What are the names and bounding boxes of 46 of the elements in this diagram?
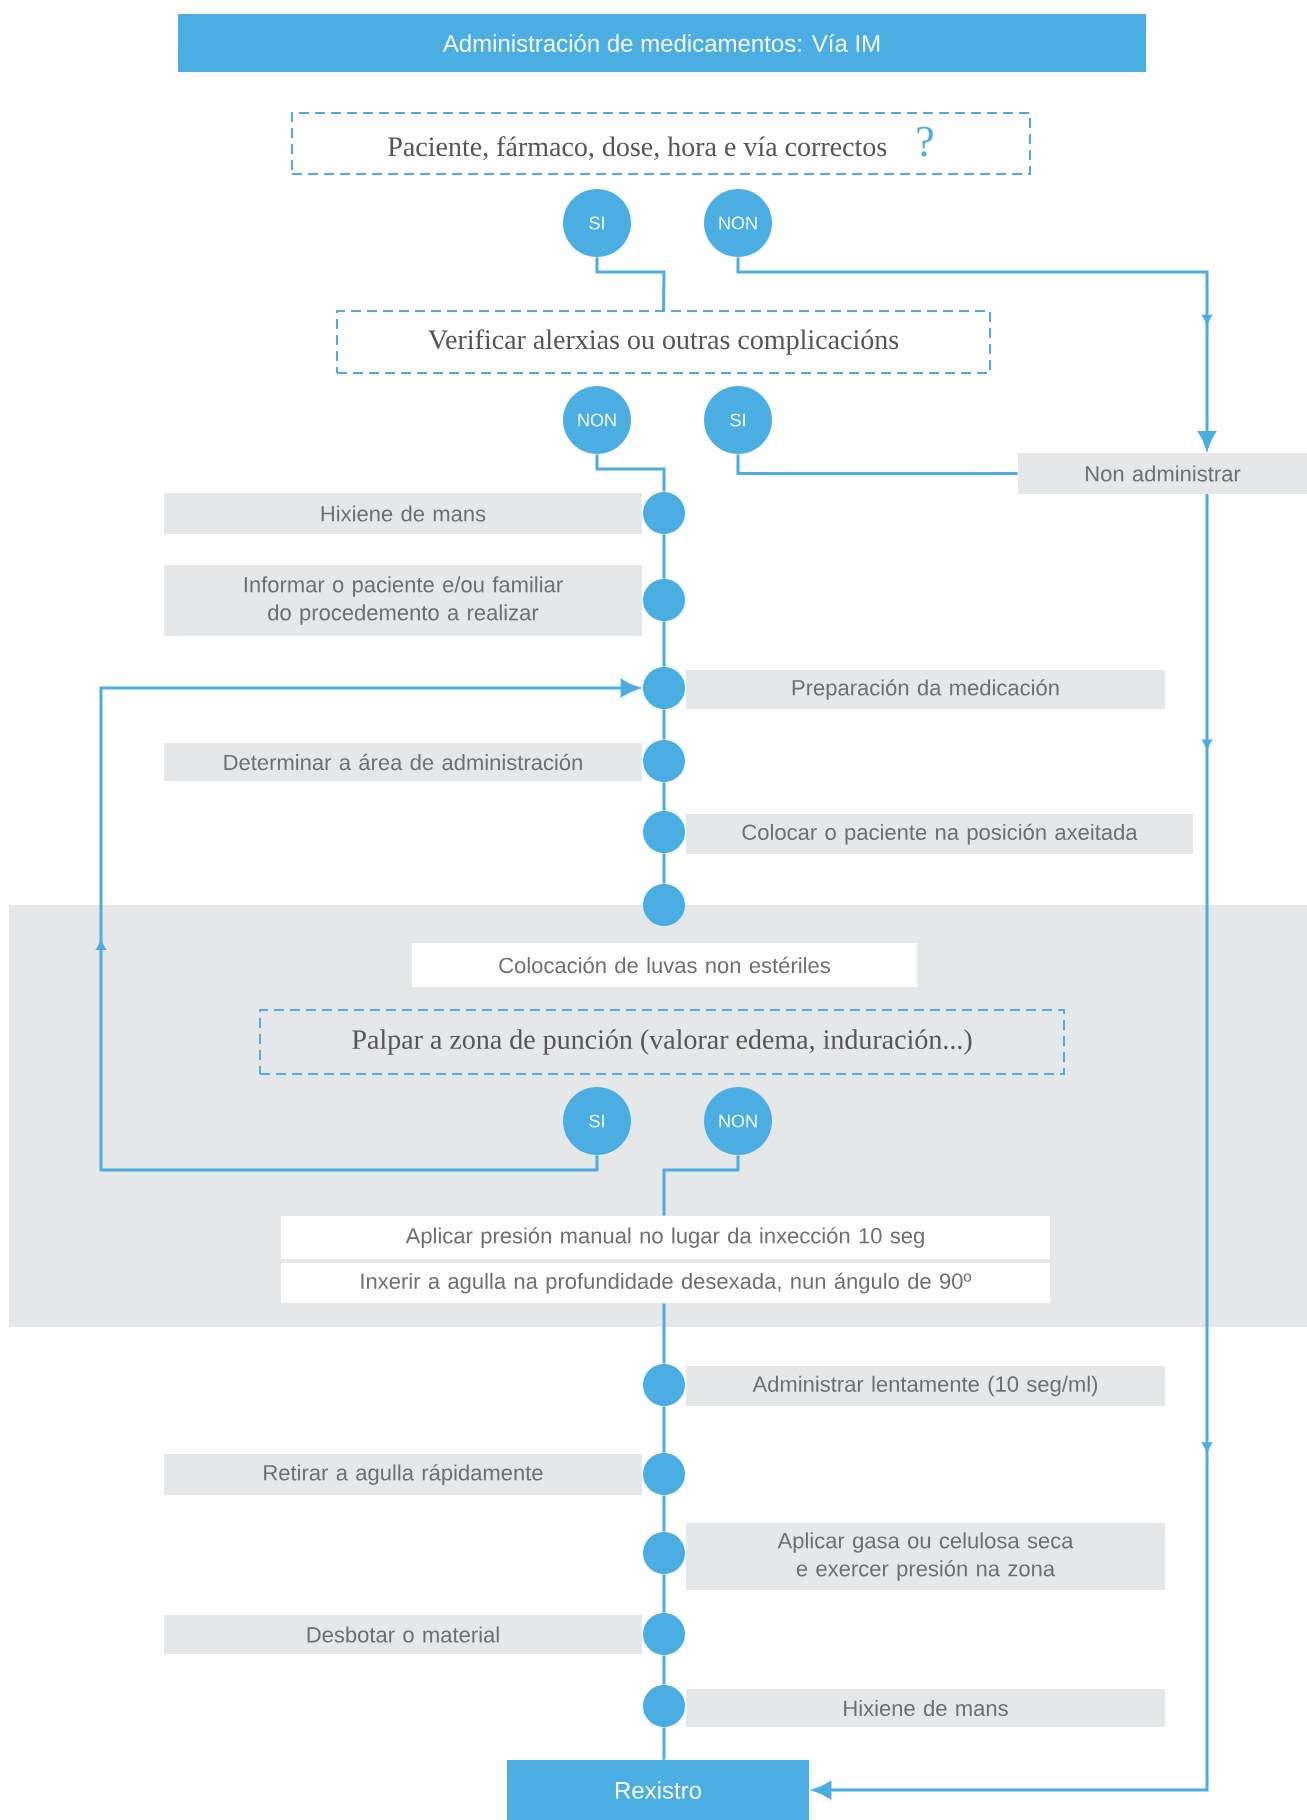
connector-line <box>662 1155 740 1216</box>
flow-dot <box>643 579 685 621</box>
flow-dot <box>643 811 685 853</box>
connector-line <box>662 782 666 811</box>
connector-line <box>595 257 666 311</box>
decision-box: Verificar alerxias ou outras complicacións <box>336 310 991 374</box>
step-box: Non administrar <box>1018 453 1307 494</box>
connector-line <box>595 454 666 492</box>
decision-box: Palpar a zona de punción (valorar edema, induración...) <box>259 1009 1065 1075</box>
step-box: Preparación da medicación <box>686 670 1165 709</box>
end-box: Rexistro <box>507 1760 809 1820</box>
step-box: Hixiene de mans <box>686 1689 1165 1727</box>
flow-dot <box>643 492 685 534</box>
connector-line <box>662 1727 666 1760</box>
step-box: Hixiene de mans <box>164 493 642 534</box>
step-box: Determinar a área de administración <box>164 743 642 781</box>
flow-dot <box>643 1613 685 1655</box>
step-box: Informar o paciente e/ou familiar do procedemento a realizar <box>164 565 642 636</box>
step-box: Aplicar presión manual no lugar da inxección 10 seg <box>281 1216 1050 1259</box>
flow-dot <box>643 1364 685 1406</box>
connector-line <box>662 709 666 740</box>
connector-line <box>662 534 666 579</box>
step-box: Colocación de luvas non estériles <box>412 943 917 987</box>
flow-dot <box>643 667 685 709</box>
connector-line <box>662 1495 666 1532</box>
flow-dot <box>643 884 685 926</box>
connector-line <box>662 1574 666 1613</box>
flow-dot <box>643 1532 685 1574</box>
decision-box: Paciente, fármaco, dose, hora e vía correctos ? <box>291 112 1031 175</box>
title-bar: Administración de medicamentos: Vía IM <box>178 14 1146 72</box>
step-box: Retirar a agulla rápidamente <box>164 1454 642 1495</box>
flow-dot <box>643 1685 685 1727</box>
step-box: Colocar o paciente na posición axeitada <box>686 814 1193 854</box>
connector-line <box>736 454 1018 475</box>
step-box: Desbotar o material <box>164 1615 642 1654</box>
flow-dot <box>643 740 685 782</box>
connector-line <box>662 1655 666 1685</box>
step-box: Administrar lentamente (10 seg/ml) <box>686 1366 1165 1406</box>
connector-line <box>662 853 666 884</box>
flow-dot <box>643 1453 685 1495</box>
connector-line <box>662 1303 666 1364</box>
step-box: Inxerir a agulla na profundidade desexada, nun ángulo de 90º <box>281 1263 1050 1303</box>
arrow <box>736 257 1216 450</box>
connector-line <box>662 1406 666 1453</box>
connector-line <box>662 621 666 667</box>
step-box: Aplicar gasa ou celulosa seca e exercer presión na zona <box>686 1523 1165 1590</box>
